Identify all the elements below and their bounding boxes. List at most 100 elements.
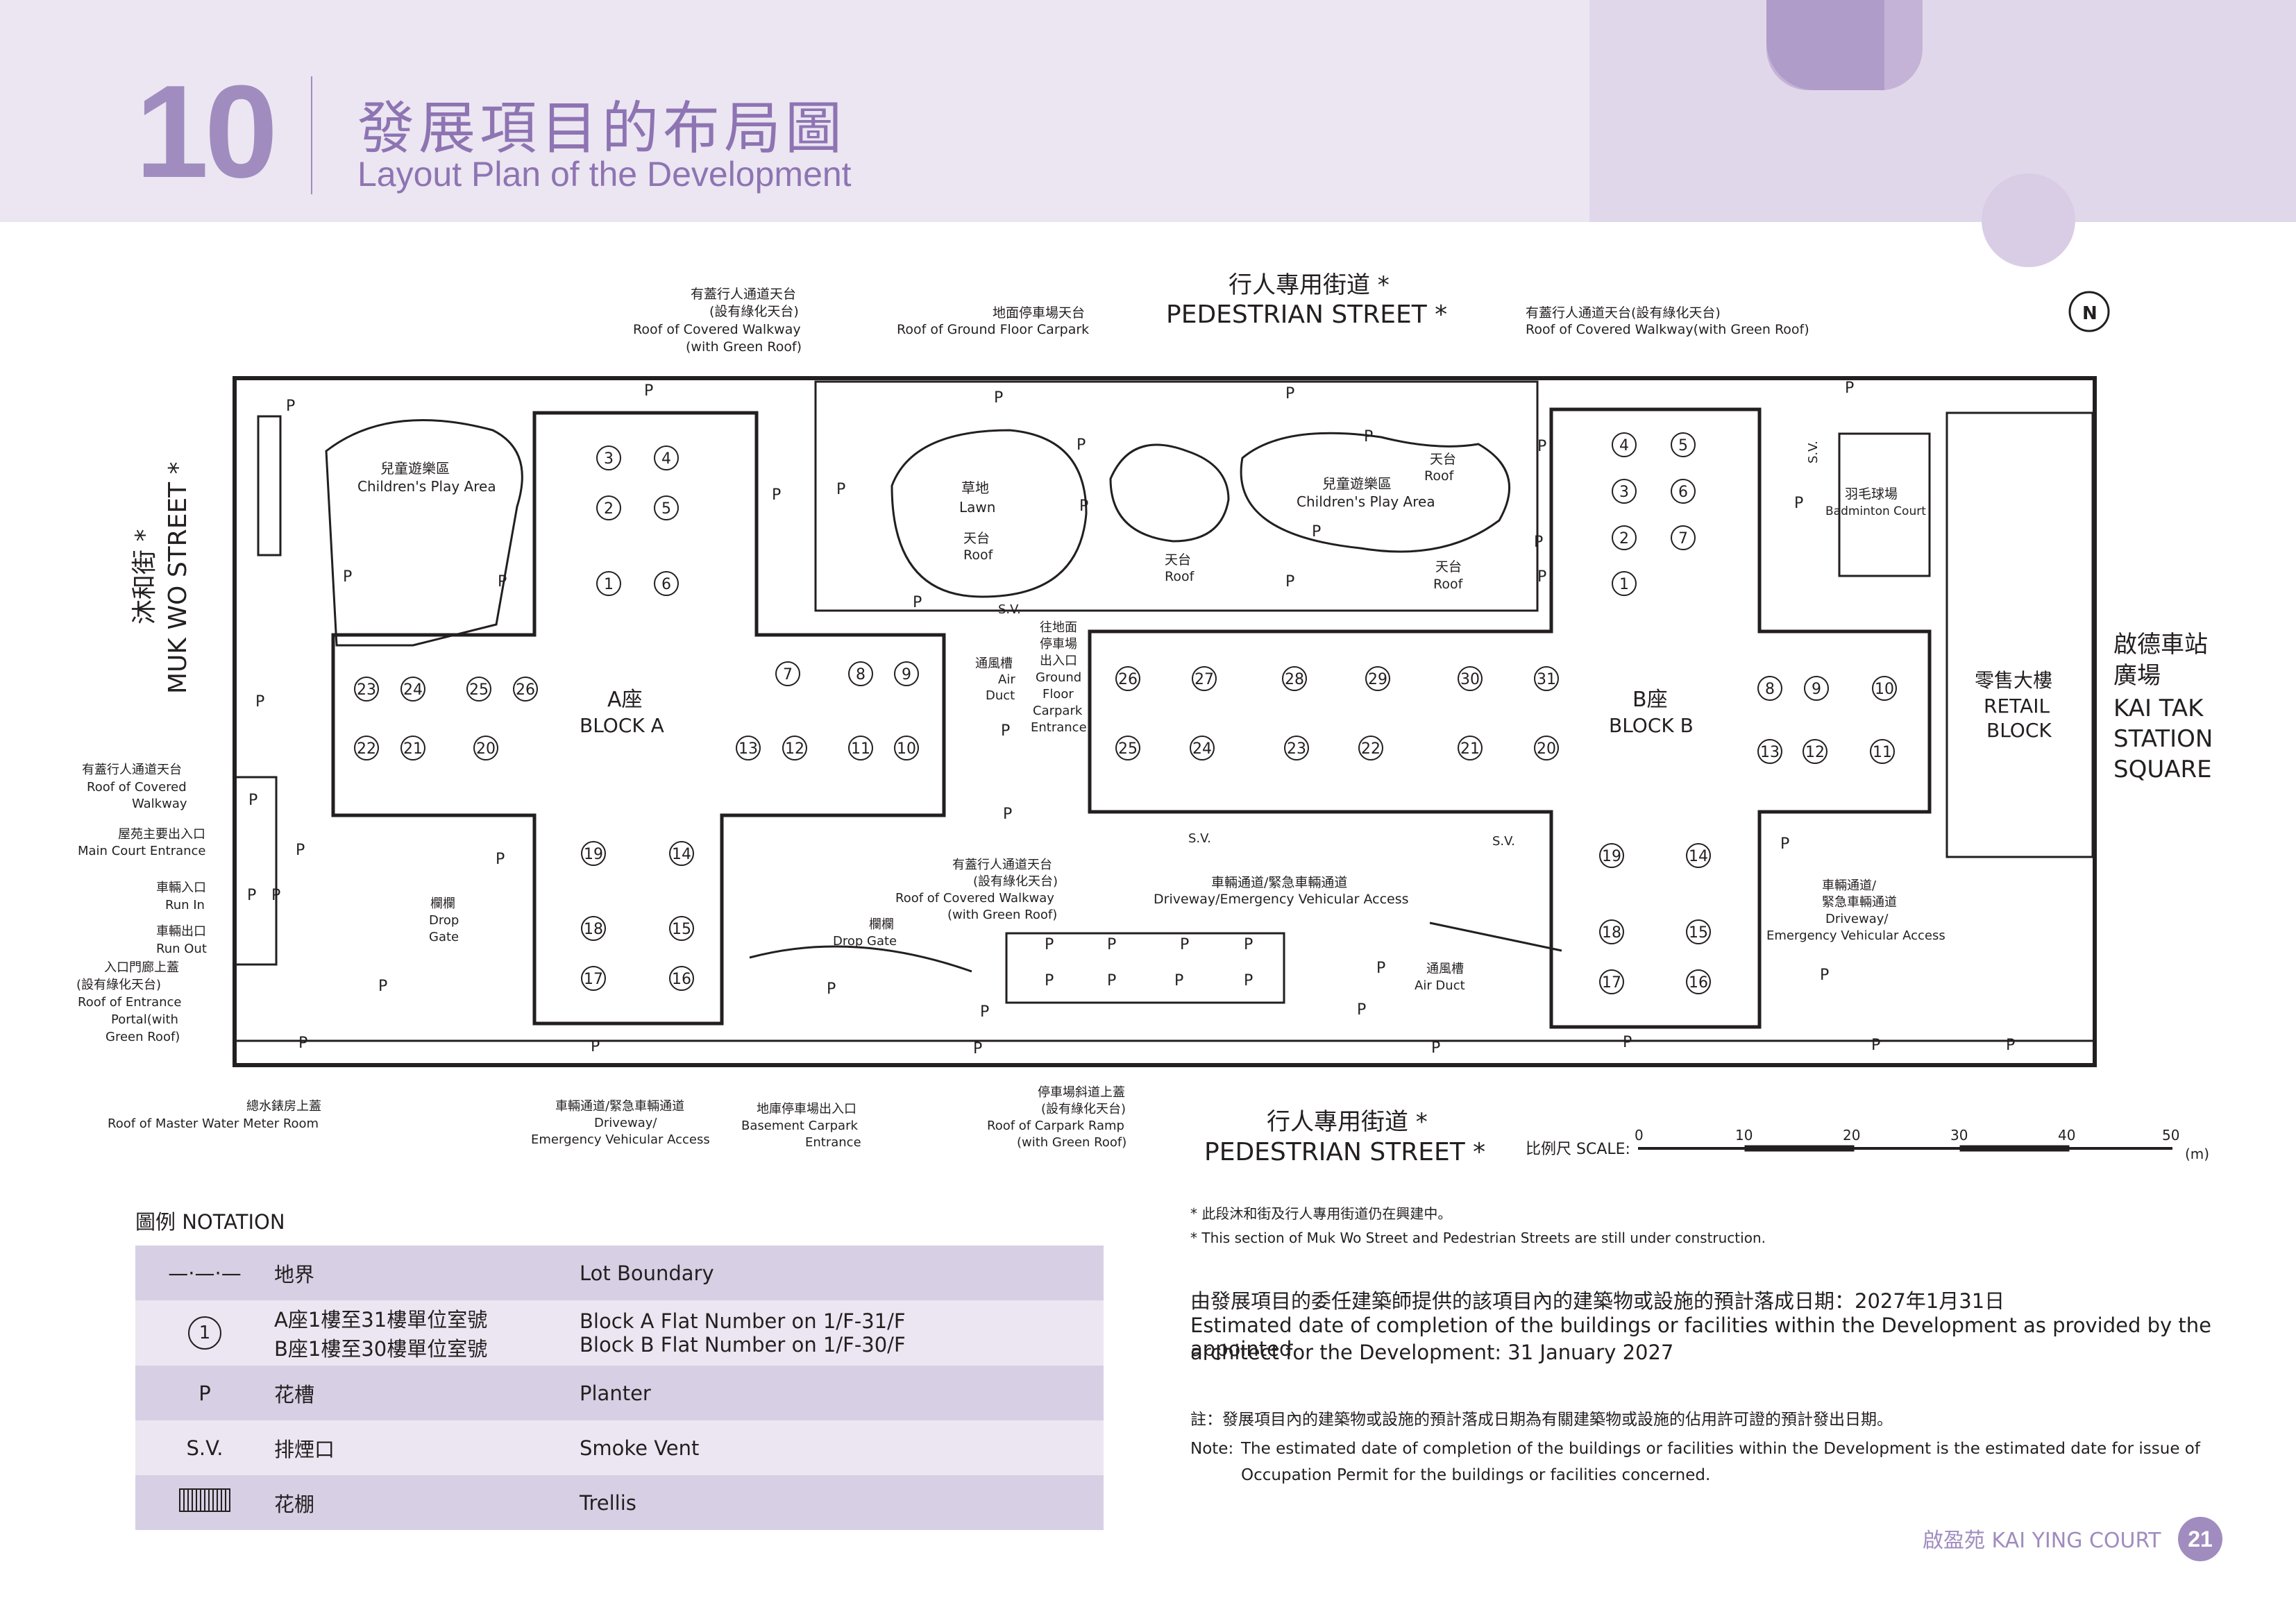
label-badminton-2: Badminton Court — [1825, 504, 1926, 518]
scale-tick-20: 20 — [1843, 1127, 1860, 1144]
svg-text:17: 17 — [1602, 974, 1621, 992]
scale-bar-segment — [1959, 1145, 2070, 1152]
svg-text:7: 7 — [1678, 530, 1688, 547]
label-cw-mid-4: (with Green Roof) — [947, 908, 1057, 922]
label-portal-1: 入口門廊上蓋 — [104, 960, 179, 975]
square-en-3: SQUARE — [2113, 756, 2212, 783]
chapter-number: 10 — [135, 58, 278, 205]
label-roof-3a: 天台 — [1430, 452, 1456, 467]
planter-marker: P — [827, 980, 836, 998]
svg-text:10: 10 — [897, 740, 916, 758]
label-master-water-1: 總水錶房上蓋 — [246, 1099, 321, 1114]
retail-en-1: RETAIL — [1984, 695, 2050, 717]
smoke-vent-label: S.V. — [1188, 831, 1211, 846]
svg-text:1: 1 — [604, 576, 614, 593]
planter-marker: P — [1107, 936, 1116, 953]
badminton-court — [1838, 432, 1931, 577]
flat-number-marker: 24 — [1190, 736, 1215, 760]
label-basement-2: Basement Carpark — [741, 1119, 858, 1133]
planter-marker: P — [980, 1003, 989, 1021]
label-basement-3: Entrance — [805, 1135, 861, 1150]
planter-marker: P — [1003, 806, 1012, 823]
smoke-vent-symbol: S.V. — [135, 1420, 274, 1475]
svg-text:5: 5 — [1678, 437, 1688, 454]
planter-marker: P — [1820, 967, 1829, 984]
label-driveway-right-3: Driveway/ — [1825, 912, 1889, 926]
label-basement-1: 地庫停車場出入口 — [757, 1102, 856, 1116]
top-street-en: PEDESTRIAN STREET * — [1166, 300, 1447, 329]
svg-text:26: 26 — [516, 681, 535, 699]
svg-text:4: 4 — [661, 450, 671, 468]
planter-marker: P — [378, 978, 387, 995]
label-portal-4: Portal(with — [111, 1012, 178, 1027]
planter-marker: P — [1357, 1001, 1366, 1019]
flat-number-marker: 10 — [1872, 676, 1897, 701]
planter-marker: P — [1376, 960, 1385, 977]
label-driveway-mid-2: Driveway/Emergency Vehicular Access — [1154, 892, 1409, 907]
label-roof-2b: Roof — [1165, 569, 1195, 584]
planter-marker: P — [248, 792, 258, 809]
planter-marker: P — [1180, 936, 1189, 953]
flat-number-marker: 19 — [1599, 843, 1624, 868]
svg-text:18: 18 — [1602, 924, 1621, 942]
label-air-duct-1c: Duct — [986, 688, 1015, 703]
note-en-label: Note: — [1190, 1440, 1234, 1458]
label-cw-roof-tl-2: (設有綠化天台) — [709, 304, 799, 319]
svg-text:8: 8 — [1765, 681, 1775, 698]
left-walkway — [233, 776, 278, 966]
planter-marker: P — [1244, 936, 1253, 953]
flat-number-marker: 20 — [1534, 736, 1559, 760]
flat-number-icon: 1 — [188, 1316, 221, 1350]
svg-text:16: 16 — [1689, 974, 1708, 992]
flat-number-marker: 12 — [1803, 739, 1827, 764]
svg-text:20: 20 — [1537, 740, 1556, 758]
scale-label: 比例尺 SCALE: — [1526, 1141, 1630, 1158]
square-en-1: KAI TAK — [2113, 695, 2204, 722]
page-header: 10 發展項目的布局圖 Layout Plan of the Developme… — [0, 0, 2296, 267]
label-cw-left-2: Roof of Covered — [87, 780, 187, 794]
notation-zh-line: B座1樓至30樓單位室號 — [274, 1337, 488, 1361]
block-b-zh: B座 — [1632, 688, 1668, 712]
svg-text:9: 9 — [902, 666, 911, 683]
flat-number-marker: 13 — [1757, 739, 1782, 764]
notation-en: Lot Boundary — [580, 1246, 1104, 1300]
flat-number-marker: 9 — [1804, 676, 1829, 701]
label-lawn-1: 草地 — [961, 479, 989, 496]
label-run-out-2: Run Out — [156, 942, 207, 956]
planter-marker: P — [973, 1040, 982, 1057]
left-street-en: MUK WO STREET * — [164, 461, 192, 694]
svg-text:23: 23 — [357, 681, 376, 699]
flat-number-marker: 22 — [354, 736, 379, 760]
label-cw-roof-tr-1: 有蓋行人通道天台(設有綠化天台) — [1526, 305, 1721, 321]
note-en-2: Occupation Permit for the buildings or f… — [1241, 1466, 1711, 1484]
svg-text:19: 19 — [584, 846, 603, 863]
planter-marker: P — [296, 842, 305, 859]
notation-row: P 花槽 Planter — [135, 1366, 1104, 1420]
flat-number-marker: 26 — [513, 677, 538, 702]
flat-number-marker: 4 — [1612, 432, 1637, 457]
flat-number-marker: 3 — [1612, 479, 1637, 504]
flat-number-marker: 11 — [848, 736, 873, 760]
label-main-court-1: 屋苑主要出入口 — [118, 827, 205, 842]
flat-number-marker: 16 — [1686, 969, 1711, 994]
planter-marker: P — [1285, 385, 1294, 402]
flat-number-marker: 31 — [1534, 666, 1559, 691]
smoke-vent-label: S.V. — [998, 602, 1021, 617]
flat-number-marker: 30 — [1458, 666, 1483, 691]
svg-text:2: 2 — [604, 500, 614, 518]
svg-text:12: 12 — [785, 740, 804, 758]
flat-number-marker: 9 — [894, 661, 919, 686]
scale-tick-10: 10 — [1735, 1127, 1753, 1144]
block-a-zh: A座 — [607, 688, 643, 712]
label-driveway-right-4: Emergency Vehicular Access — [1766, 928, 1945, 943]
flat-number-marker: 17 — [1599, 969, 1624, 994]
planter-marker: P — [836, 481, 845, 498]
flat-number-marker: 13 — [736, 736, 761, 760]
label-cw-left-1: 有蓋行人通道天台 — [82, 763, 182, 777]
label-cw-roof-tl-1: 有蓋行人通道天台 — [691, 287, 796, 302]
notation-zh: 排煙口 — [274, 1420, 580, 1475]
flat-number-marker: 8 — [1757, 676, 1782, 701]
planter-marker: P — [255, 693, 264, 711]
